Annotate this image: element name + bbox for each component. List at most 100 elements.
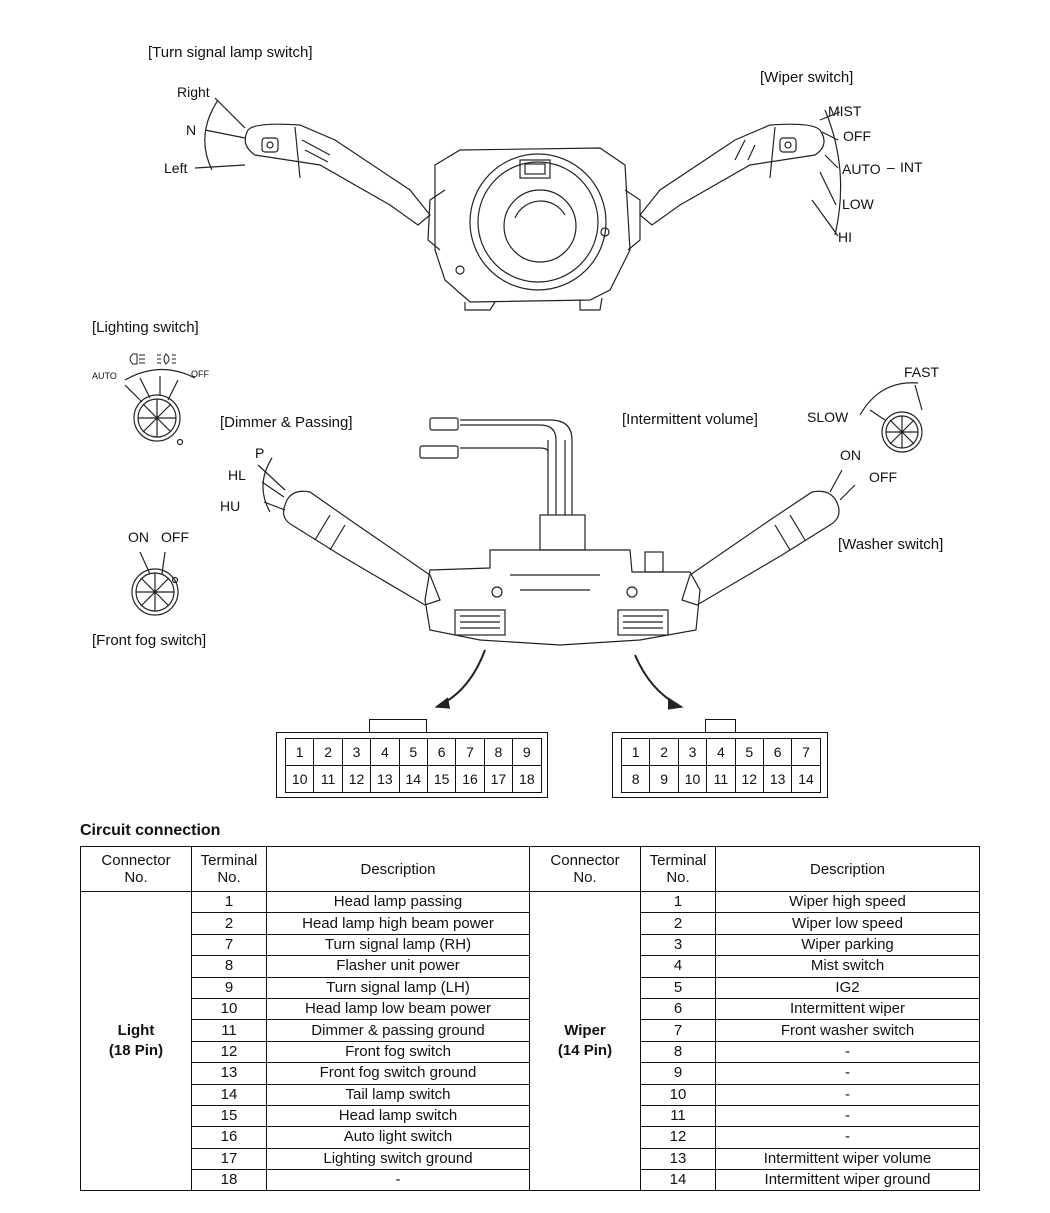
- wiper-pin: 6: [763, 739, 793, 766]
- light-description-cell: Head lamp passing: [266, 890, 530, 914]
- hi-position-label: HI: [838, 229, 852, 245]
- wiper-pin: 10: [678, 766, 708, 793]
- circuit-table-body: Light(18 Pin) 1 Head lamp passing Wiper(…: [80, 890, 980, 1192]
- lighting-switch-knob: [124, 368, 196, 446]
- right-position-label: Right: [177, 84, 210, 100]
- wiper-description-cell: Mist switch: [715, 955, 980, 978]
- light-terminal-cell: 1: [191, 890, 267, 914]
- light-connector-cell: Light(18 Pin): [80, 890, 192, 1192]
- wiper-description-cell: -: [715, 1083, 980, 1106]
- light-pin: 13: [371, 766, 400, 793]
- wiper-lever: [639, 109, 842, 237]
- light-pin: 12: [342, 766, 372, 793]
- wiper-description-cell: Intermittent wiper ground: [715, 1169, 980, 1192]
- wiper-description-cell: Intermittent wiper volume: [715, 1147, 980, 1171]
- wiper-switch-label: [Wiper switch]: [760, 69, 854, 86]
- wiper-description-cell: Wiper low speed: [715, 912, 980, 935]
- light-pin: 8: [484, 739, 514, 766]
- washer-off-label: OFF: [869, 469, 897, 485]
- light-description-cell: Tail lamp switch: [266, 1083, 530, 1106]
- left-position-label: Left: [164, 160, 188, 176]
- fog-off-label: OFF: [161, 529, 189, 545]
- light-pin: 17: [484, 766, 514, 793]
- intermittent-volume-label: [Intermittent volume]: [622, 411, 758, 428]
- description-header: Description: [266, 846, 530, 892]
- clock-spring-body: [427, 147, 641, 311]
- wiper-pin: 4: [707, 739, 736, 766]
- wiper-connector-pins: 1 2 3 4 5 6 7 8 9 10 11 12 13 14: [621, 738, 821, 793]
- fog-on-label: ON: [128, 529, 149, 545]
- light-description-cell: Front fog switch ground: [266, 1062, 530, 1085]
- light-terminal-cell: 2: [191, 912, 267, 935]
- front-fog-switch-knob: [131, 551, 179, 616]
- wiper-terminal-cell: 11: [640, 1104, 716, 1128]
- wiper-description-cell: -: [715, 1040, 980, 1064]
- high-low-position-label: HL: [228, 467, 246, 483]
- light-connector-key: [369, 719, 427, 734]
- light-pin: 7: [456, 739, 485, 766]
- light-description-cell: Turn signal lamp (LH): [266, 976, 530, 999]
- wiper-terminal-cell: 12: [640, 1126, 716, 1149]
- wiper-terminal-cell: 14: [640, 1169, 716, 1192]
- wiper-pin: 12: [735, 766, 764, 793]
- turn-signal-switch-label: [Turn signal lamp switch]: [148, 44, 313, 61]
- washer-on-label: ON: [840, 447, 861, 463]
- light-terminal-cell: 18: [191, 1169, 267, 1192]
- light-description-cell: Head lamp low beam power: [266, 997, 530, 1021]
- switch-assembly-drawing: [124, 97, 923, 710]
- light-pin: 9: [513, 739, 542, 766]
- light-description-cell: -: [266, 1169, 530, 1192]
- wiper-pin: 7: [792, 739, 821, 766]
- lighting-off-label: OFF: [191, 369, 209, 379]
- passing-position-label: P: [255, 445, 265, 461]
- headlamp-icon: [129, 353, 145, 365]
- light-terminal-cell: 9: [191, 976, 267, 999]
- int-dash: –: [887, 159, 895, 175]
- light-description-cell: Lighting switch ground: [266, 1147, 530, 1171]
- lower-switch-body: [419, 417, 701, 646]
- light-pin: 14: [399, 766, 428, 793]
- light-description-cell: Turn signal lamp (RH): [266, 933, 530, 957]
- wiper-description-cell: IG2: [715, 976, 980, 999]
- washer-switch-label: [Washer switch]: [838, 536, 944, 553]
- light-pin: 5: [399, 739, 428, 766]
- mist-position-label: MIST: [828, 103, 862, 119]
- washer-lever: [681, 469, 856, 606]
- wiper-description-cell: Front washer switch: [715, 1019, 980, 1042]
- light-pin: 4: [371, 739, 400, 766]
- wiper-pin: 8: [622, 766, 651, 793]
- wiper-pin: 11: [707, 766, 736, 793]
- wiper-terminal-cell: 5: [640, 976, 716, 999]
- light-description-cell: Flasher unit power: [266, 955, 530, 978]
- wiper-pin: 9: [650, 766, 679, 793]
- wiper-description-cell: Wiper parking: [715, 933, 980, 957]
- wiper-description-cell: Wiper high speed: [715, 890, 980, 914]
- light-terminal-cell: 14: [191, 1083, 267, 1106]
- wiper-pin: 5: [735, 739, 764, 766]
- light-description-cell: Dimmer & passing ground: [266, 1019, 530, 1042]
- wiper-terminal-cell: 6: [640, 997, 716, 1021]
- off-position-label: OFF: [843, 128, 871, 144]
- light-terminal-cell: 16: [191, 1126, 267, 1149]
- light-terminal-cell: 11: [191, 1019, 267, 1042]
- light-terminal-cell: 17: [191, 1147, 267, 1171]
- wiper-pin: 3: [678, 739, 708, 766]
- dimmer-passing-lever: [257, 457, 441, 606]
- dimmer-passing-label: [Dimmer & Passing]: [220, 414, 353, 431]
- light-pin: 6: [427, 739, 457, 766]
- lighting-switch-label: [Lighting switch]: [92, 319, 199, 336]
- wiper-pin: 14: [792, 766, 821, 793]
- wiper-terminal-cell: 8: [640, 1040, 716, 1064]
- wiper-connector-face: 1 2 3 4 5 6 7 8 9 10 11 12 13 14: [612, 732, 828, 798]
